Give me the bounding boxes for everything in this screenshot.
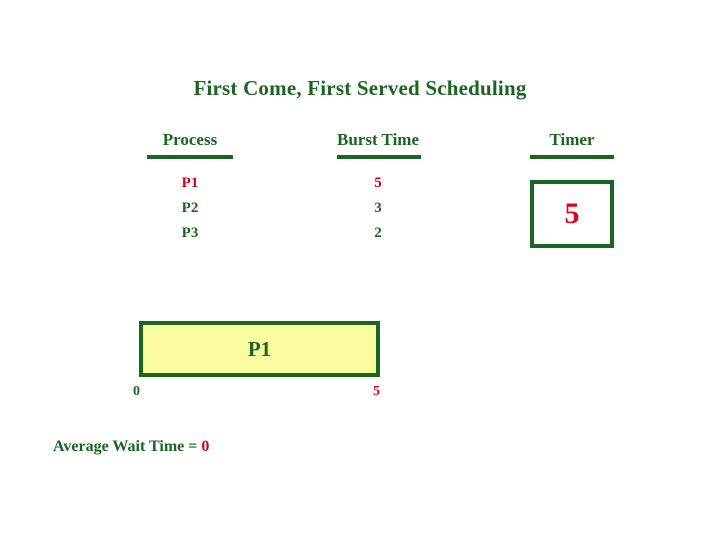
table-cell-process-2: P3 <box>181 225 199 241</box>
timer-box: 5 <box>530 180 614 248</box>
column-rule-process <box>147 155 233 159</box>
column-header-burst-time: Burst Time <box>336 130 420 149</box>
table-cell-process-0: P1 <box>181 175 199 191</box>
table-cell-burst-time-0: 5 <box>374 175 382 191</box>
page-title: First Come, First Served Scheduling <box>193 76 527 100</box>
timer-value: 5 <box>564 197 580 230</box>
table-cell-process-1: P2 <box>181 200 199 216</box>
gantt-block-p1: P1 <box>139 321 380 377</box>
column-rule-timer <box>530 155 614 159</box>
column-header-process: Process <box>162 130 218 149</box>
column-header-timer: Timer <box>549 130 595 149</box>
gantt-block-label: P1 <box>247 336 272 361</box>
table-cell-burst-time-1: 3 <box>374 200 382 216</box>
average-wait-time-value: 0 <box>201 438 210 455</box>
column-rule-burst-time <box>337 155 421 159</box>
gantt-tick-end: 5 <box>373 384 380 399</box>
average-wait-time: Average Wait Time = 0 <box>53 438 209 456</box>
average-wait-time-label: Average Wait Time = <box>53 438 202 455</box>
gantt-tick-start: 0 <box>133 384 140 399</box>
gantt-chart: P1 <box>139 321 380 377</box>
table-cell-burst-time-2: 2 <box>374 225 382 241</box>
